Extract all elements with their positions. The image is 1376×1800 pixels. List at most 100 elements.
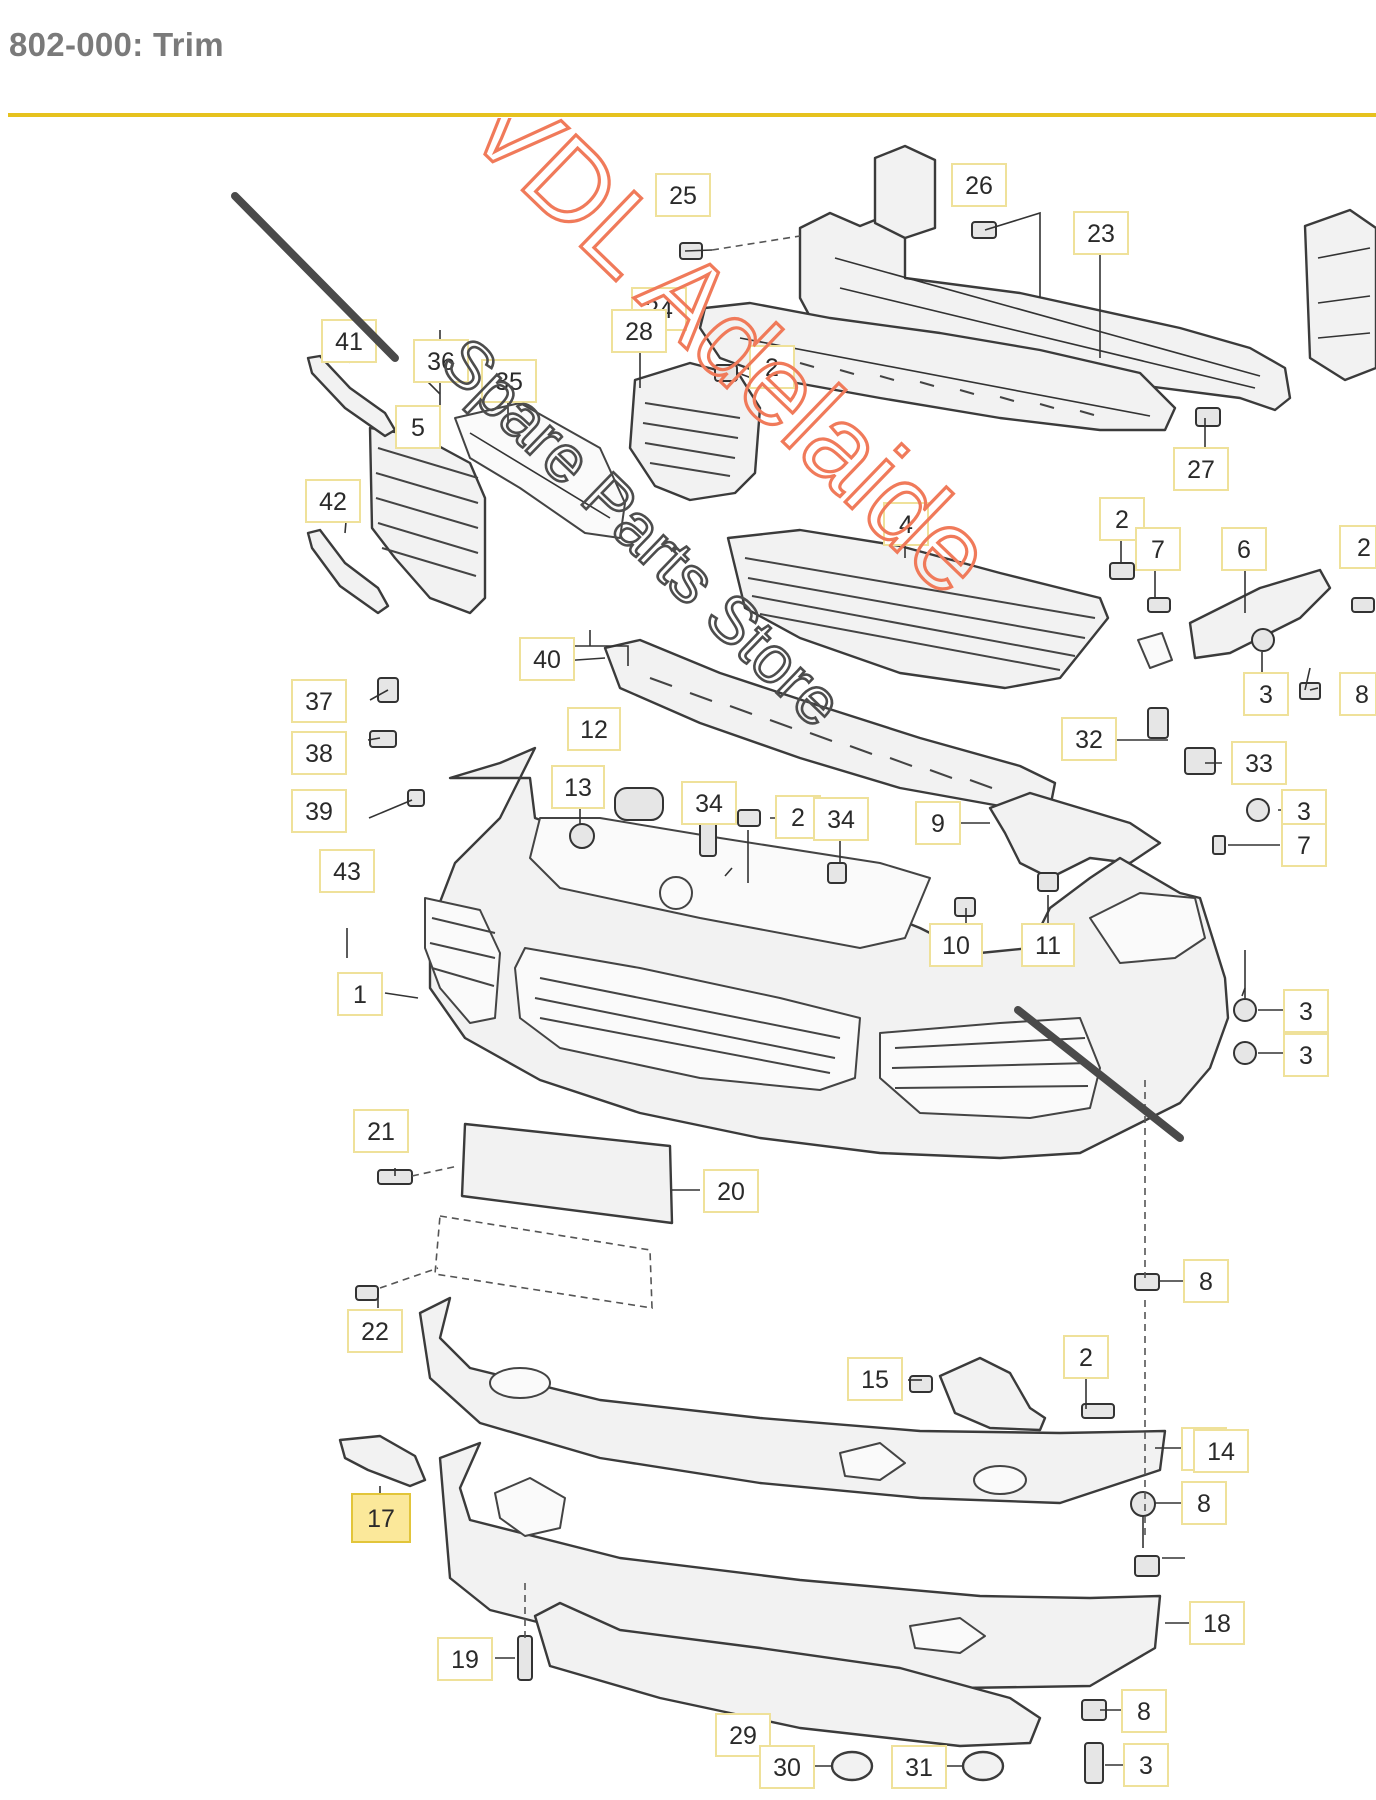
part-lower-trim: [418, 1296, 1167, 1505]
svg-text:4: 4: [899, 511, 913, 539]
callout-37[interactable]: 37: [291, 679, 347, 723]
svg-text:2: 2: [791, 804, 805, 832]
watermark-stroke-bottom: [1014, 1006, 1184, 1142]
svg-text:29: 29: [729, 1722, 757, 1750]
svg-text:31: 31: [905, 1754, 933, 1782]
svg-text:26: 26: [965, 172, 993, 200]
part-underbody-panel: [533, 1601, 1042, 1748]
callout-28[interactable]: 28: [611, 309, 667, 353]
callout-8[interactable]: 8: [1181, 1481, 1227, 1525]
svg-text:9: 9: [931, 810, 945, 838]
callout-6[interactable]: 6: [1221, 527, 1267, 571]
callout-41[interactable]: 41: [321, 319, 377, 363]
svg-text:36: 36: [427, 348, 455, 376]
svg-text:22: 22: [361, 1318, 389, 1346]
callout-32[interactable]: 32: [1061, 717, 1117, 761]
part-crossmember: [798, 144, 1376, 412]
callout-3[interactable]: 3: [1123, 1743, 1169, 1787]
callout-labels: 1 2 2 2 2 2 3 3 3 3 3 3 4 5 6 7 7 8 8 8 …: [291, 163, 1376, 1789]
part-bracket-15: [938, 1356, 1047, 1432]
callout-31[interactable]: 31: [891, 1745, 947, 1789]
parts-diagram: 1 2 2 2 2 2 3 3 3 3 3 3 4 5 6 7 7 8 8 8 …: [0, 118, 1376, 1800]
callout-12[interactable]: 12: [567, 707, 621, 751]
callout-34[interactable]: 34: [681, 781, 737, 825]
svg-text:15: 15: [861, 1366, 889, 1394]
part-license-plate: [434, 1122, 674, 1309]
callout-11[interactable]: 11: [1021, 923, 1075, 967]
callout-9[interactable]: 9: [915, 801, 961, 845]
callout-15[interactable]: 15: [847, 1357, 903, 1401]
callout-25[interactable]: 25: [655, 173, 711, 217]
callout-27[interactable]: 27: [1173, 447, 1229, 491]
part-fasteners: [355, 221, 1375, 1784]
part-left-grille: [368, 402, 626, 615]
callout-7[interactable]: 7: [1281, 823, 1327, 867]
parts-diagram-svg: 1 2 2 2 2 2 3 3 3 3 3 3 4 5 6 7 7 8 8 8 …: [231, 118, 1376, 1789]
callout-26[interactable]: 26: [951, 163, 1007, 207]
callout-8[interactable]: 8: [1121, 1689, 1167, 1733]
callout-17[interactable]: 17: [351, 1493, 411, 1543]
callout-34[interactable]: 34: [813, 797, 869, 841]
callout-39[interactable]: 39: [291, 789, 347, 833]
svg-text:5: 5: [411, 414, 425, 442]
callout-40[interactable]: 40: [519, 637, 575, 681]
svg-text:17: 17: [367, 1505, 395, 1533]
svg-text:21: 21: [367, 1118, 395, 1146]
callout-7[interactable]: 7: [1135, 527, 1181, 571]
svg-text:8: 8: [1197, 1490, 1211, 1518]
callout-8[interactable]: 8: [1183, 1259, 1229, 1303]
callout-20[interactable]: 20: [703, 1169, 759, 1213]
callout-33[interactable]: 33: [1231, 741, 1287, 785]
callout-43[interactable]: 43: [319, 849, 375, 893]
part-bumper-support: [603, 638, 1057, 810]
svg-text:6: 6: [1237, 536, 1251, 564]
callout-8[interactable]: 8: [1339, 672, 1376, 716]
callout-2[interactable]: 2: [775, 795, 821, 839]
callout-1[interactable]: 1: [337, 972, 383, 1016]
svg-text:18: 18: [1203, 1610, 1231, 1638]
callout-35[interactable]: 35: [481, 359, 537, 403]
callout-22[interactable]: 22: [347, 1309, 403, 1353]
callout-14[interactable]: 14: [1193, 1429, 1249, 1473]
svg-text:13: 13: [564, 774, 592, 802]
callout-30[interactable]: 30: [759, 1745, 815, 1789]
callout-3[interactable]: 3: [1243, 672, 1289, 716]
svg-text:12: 12: [580, 716, 608, 744]
part-trim-strips: [306, 354, 397, 615]
callout-18[interactable]: 18: [1189, 1601, 1245, 1645]
callout-2[interactable]: 2: [1339, 525, 1376, 569]
svg-text:2: 2: [1079, 1344, 1093, 1372]
callout-3[interactable]: 3: [1283, 989, 1329, 1033]
callout-19[interactable]: 19: [437, 1637, 493, 1681]
svg-text:43: 43: [333, 858, 361, 886]
svg-text:40: 40: [533, 646, 561, 674]
svg-text:10: 10: [942, 932, 970, 960]
svg-text:39: 39: [305, 798, 333, 826]
callout-3[interactable]: 3: [1283, 1033, 1329, 1077]
title-divider: [8, 113, 1376, 117]
part-right-bracket: [1137, 568, 1332, 669]
svg-text:3: 3: [1299, 1042, 1313, 1070]
callout-4[interactable]: 4: [883, 502, 929, 546]
svg-text:3: 3: [1297, 798, 1311, 826]
callout-5[interactable]: 5: [395, 405, 441, 449]
callout-2[interactable]: 2: [749, 345, 795, 389]
svg-text:3: 3: [1139, 1752, 1153, 1780]
callout-2[interactable]: 2: [1063, 1335, 1109, 1379]
svg-text:42: 42: [319, 488, 347, 516]
svg-text:25: 25: [669, 182, 697, 210]
svg-text:34: 34: [695, 790, 723, 818]
svg-text:27: 27: [1187, 456, 1215, 484]
svg-text:38: 38: [305, 740, 333, 768]
callout-10[interactable]: 10: [929, 923, 983, 967]
callout-36[interactable]: 36: [413, 339, 469, 383]
callout-13[interactable]: 13: [551, 765, 605, 809]
callout-21[interactable]: 21: [353, 1109, 409, 1153]
callout-23[interactable]: 23: [1073, 211, 1129, 255]
svg-text:35: 35: [495, 368, 523, 396]
callout-42[interactable]: 42: [305, 479, 361, 523]
svg-text:14: 14: [1207, 1438, 1235, 1466]
svg-text:3: 3: [1299, 998, 1313, 1026]
parts-drawing: [306, 144, 1376, 1784]
callout-38[interactable]: 38: [291, 731, 347, 775]
